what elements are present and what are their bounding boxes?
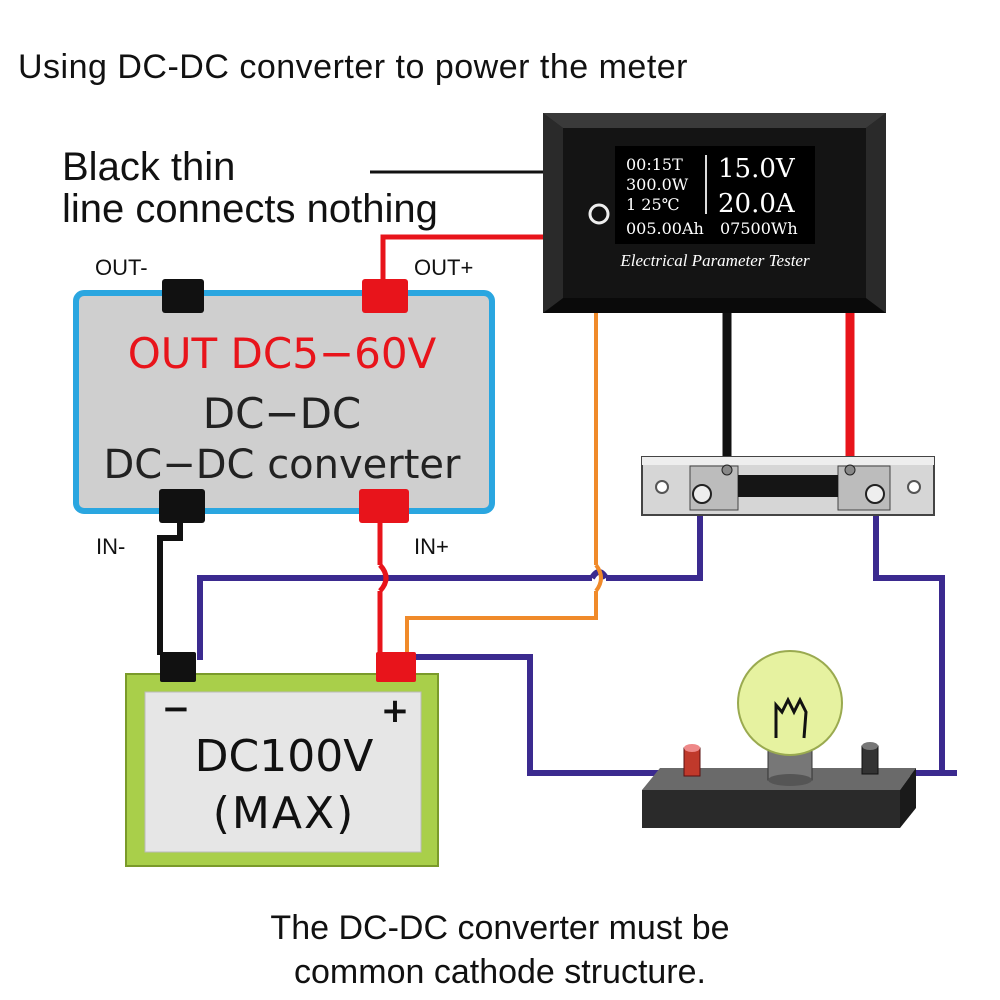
note-line-1: Black thin [62, 145, 236, 189]
battery-max: (MAX) [213, 788, 356, 839]
note-line-2: line connects nothing [62, 187, 438, 231]
wire-purple-plus [410, 654, 690, 776]
lamp-base [642, 790, 900, 828]
battery-voltage: DC100V [195, 731, 374, 782]
terminal-out-minus [162, 279, 204, 313]
terminal-in-plus [359, 489, 409, 523]
meter-index-temp: 1 25℃ [626, 195, 680, 214]
battery-minus: − [162, 689, 191, 729]
black-line-note: Black thin line connects nothing [62, 146, 438, 230]
label-out-minus: OUT- [95, 255, 148, 280]
lamp-post-red [683, 747, 701, 777]
label-out-plus: OUT+ [414, 255, 473, 280]
wire-purple-shunt [872, 512, 945, 776]
label-in-minus: IN- [96, 534, 125, 559]
label-in-plus: IN+ [414, 534, 449, 559]
meter: 00:15T 300.0W 1 25℃ 005.00Ah 15.0V 20.0A… [543, 113, 886, 313]
footer-note: The DC-DC converter must be common catho… [0, 906, 1000, 994]
converter-out-label: OUT DC5−60V [128, 329, 437, 378]
lamp [642, 650, 916, 828]
meter-voltage: 15.0V [718, 154, 796, 184]
meter-power: 300.0W [626, 175, 689, 194]
footer-line-2: common cathode structure. [294, 953, 706, 991]
battery-terminal-minus [160, 652, 196, 682]
meter-label: Electrical Parameter Tester [619, 251, 810, 270]
shunt-screw-right [865, 484, 885, 504]
battery: − + DC100V (MAX) [125, 652, 439, 867]
wire-purple-minus [197, 575, 592, 660]
dc-dc-converter: OUT DC5−60V DC−DC DC−DC converter [73, 279, 495, 523]
meter-current: 20.0A [718, 189, 796, 219]
lamp-filament [774, 696, 808, 739]
terminal-out-plus [362, 279, 408, 313]
converter-name-2: DC−DC converter [104, 442, 462, 488]
meter-watt-hours: 07500Wh [720, 219, 798, 238]
meter-amp-hours: 005.00Ah [626, 219, 704, 238]
wire-out-plus-to-meter [380, 234, 548, 282]
meter-time: 00:15T [626, 155, 683, 174]
terminal-in-minus [159, 489, 205, 523]
shunt-screw-left [692, 484, 712, 504]
converter-name-1: DC−DC [203, 389, 362, 438]
meter-button [588, 203, 610, 225]
battery-terminal-plus [376, 652, 416, 682]
lamp-post-black [861, 745, 879, 775]
shunt-hole-left [655, 480, 669, 494]
footer-line-1: The DC-DC converter must be [270, 909, 730, 947]
shunt [641, 456, 935, 516]
wire-in-minus [157, 522, 183, 655]
battery-plus: + [381, 691, 410, 731]
shunt-hole-right [907, 480, 921, 494]
diagram-title: Using DC-DC converter to power the meter [18, 48, 689, 86]
